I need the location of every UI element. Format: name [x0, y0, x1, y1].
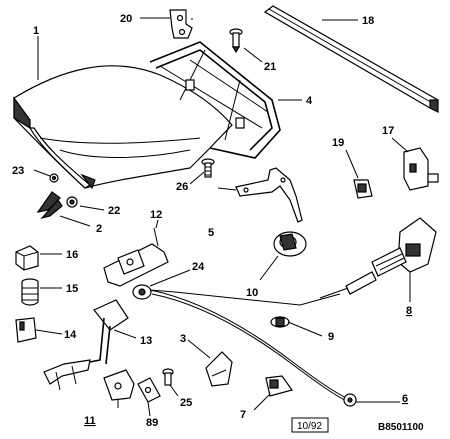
bonnet-panel — [13, 65, 233, 190]
clip-plate — [15, 317, 37, 343]
clip-pin — [229, 28, 243, 54]
label-15: 15 — [66, 283, 78, 295]
label-14: 14 — [64, 329, 77, 341]
cable-sleeve — [132, 284, 152, 300]
hinge-arm — [235, 167, 303, 223]
emblem-badge — [36, 191, 63, 220]
label-12: 12 — [150, 209, 162, 221]
label-2: 2 — [96, 223, 102, 235]
label-6: 6 — [402, 393, 408, 405]
seal-strip — [263, 5, 439, 113]
rubber-stop — [21, 278, 39, 306]
label-25: 25 — [180, 397, 192, 409]
lock-mechanism — [103, 369, 161, 403]
cable-end — [343, 393, 357, 407]
label-20: 20 — [120, 13, 132, 25]
label-1: 1 — [33, 25, 39, 37]
hinge-bracket — [169, 9, 193, 39]
revision-date: 10/92 — [297, 421, 322, 432]
bolt-25 — [162, 368, 174, 386]
date-box — [291, 417, 329, 433]
clip-7 — [265, 375, 293, 397]
cable-guide — [205, 351, 233, 387]
label-11: 11 — [84, 415, 96, 427]
grommet-ring — [273, 231, 307, 257]
release-handle — [319, 217, 437, 299]
label-21: 21 — [264, 61, 276, 73]
cable-clip-9 — [270, 316, 290, 328]
label-24: 24 — [192, 261, 205, 273]
label-89: 89 — [146, 417, 158, 429]
label-7: 7 — [240, 409, 246, 421]
label-18: 18 — [362, 15, 374, 27]
label-26: 26 — [176, 181, 188, 193]
clip-19 — [353, 179, 373, 199]
leader-lines — [33, 17, 411, 417]
label-9: 9 — [328, 331, 334, 343]
label-19: 19 — [332, 137, 344, 149]
label-16: 16 — [66, 249, 78, 261]
label-17: 17 — [382, 125, 394, 137]
fixing-22 — [66, 196, 78, 208]
bonnet-switch — [403, 147, 439, 191]
lock-plate — [103, 227, 169, 287]
label-4: 4 — [306, 95, 313, 107]
safety-catch — [43, 299, 129, 391]
grommet-23 — [49, 173, 59, 183]
label-23: 23 — [12, 165, 24, 177]
release-cable — [149, 289, 353, 405]
bonnet-inner-frame — [149, 41, 281, 159]
label-22: 22 — [108, 205, 120, 217]
label-8: 8 — [406, 305, 412, 317]
buffer-cube — [15, 245, 39, 271]
label-3: 3 — [180, 333, 186, 345]
footer: 10/92 B8501100 — [291, 417, 424, 433]
label-5: 5 — [208, 227, 214, 239]
screw-26 — [201, 158, 215, 178]
reference-number: B8501100 — [378, 422, 424, 433]
label-10: 10 — [246, 287, 258, 299]
label-13: 13 — [140, 335, 152, 347]
callout-labels: 1 2 3 4 5 6 7 8 9 10 11 12 13 14 15 16 1… — [12, 13, 412, 429]
